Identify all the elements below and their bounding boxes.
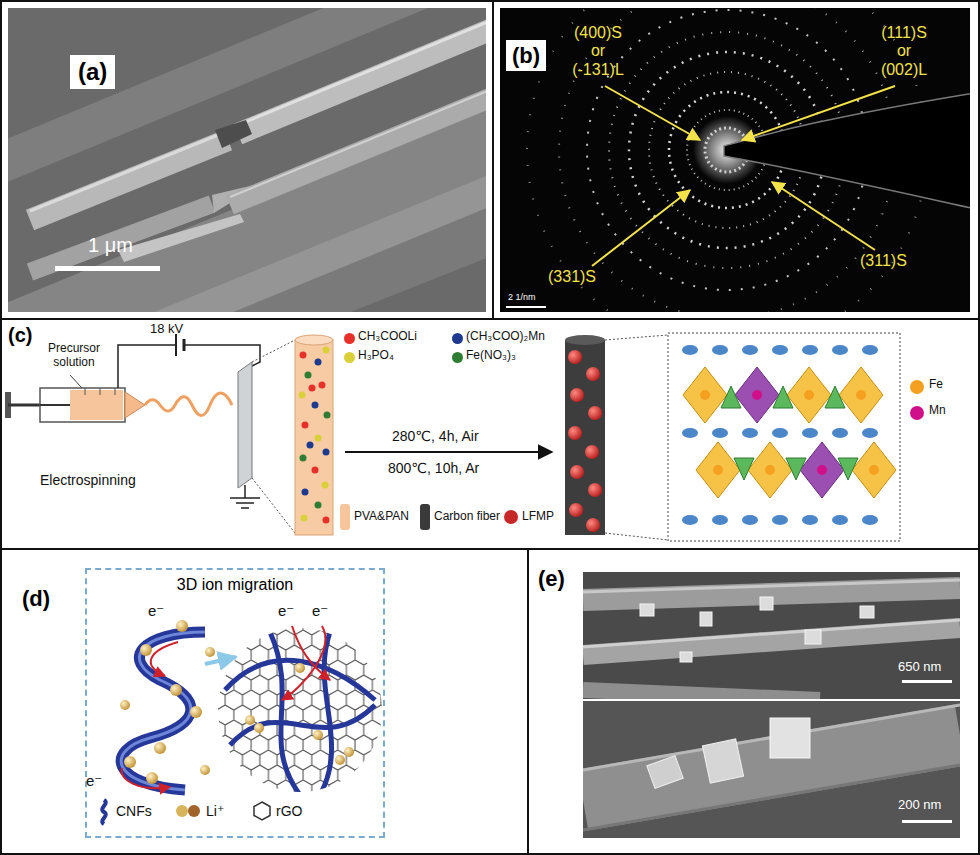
legend-swatch — [344, 352, 355, 363]
panel-label: (a) — [70, 55, 115, 89]
legend-text: LFMP — [522, 510, 554, 524]
legend-swatch — [420, 504, 430, 530]
panel-label: (e) — [538, 566, 565, 591]
part-label: Electrospinning — [40, 472, 136, 488]
legend-text: CH₃COOLi — [358, 330, 417, 344]
legend-swatch — [910, 406, 924, 420]
legend-text: Carbon fiber — [434, 510, 500, 524]
scale-bar-label: 2 1/nm — [508, 292, 536, 302]
plane-index: (400)S or (-131)L — [566, 24, 630, 79]
legend-swatch — [340, 504, 350, 530]
electrospinning-setup — [5, 334, 295, 533]
legend-swatch — [452, 352, 463, 363]
dashed-frame: 3D ion migration — [85, 568, 385, 838]
panel: (a) — [0, 0, 494, 320]
plane-index: (331)S — [548, 268, 596, 286]
electron-label: e⁻ — [86, 772, 102, 789]
legend-text: rGO — [276, 803, 302, 819]
legend-swatch — [176, 805, 188, 817]
plane-index: (111)S or (002)L — [872, 24, 936, 79]
sem-image — [583, 572, 960, 699]
legend-text: H₃PO₄ — [358, 349, 394, 363]
crystal-structure — [668, 333, 900, 541]
electron-label: e⁻ — [312, 602, 328, 619]
plane-index: (311)S — [860, 252, 907, 270]
frame-title: 3D ion migration — [87, 576, 383, 594]
panel-label: (d) — [22, 586, 50, 611]
scale-bar-label: 1 μm — [88, 234, 133, 257]
legend-swatch — [344, 333, 355, 344]
electron-label: e⁻ — [148, 602, 164, 619]
legend-text: PVA&PAN — [354, 510, 409, 524]
panel-label: (b) — [506, 40, 546, 71]
condition-label: 280℃, 4h, Air — [392, 428, 479, 444]
sem-image — [8, 8, 486, 312]
legend-swatch — [910, 380, 924, 394]
scale-bar-label: 200 nm — [898, 798, 941, 813]
electron-label: e⁻ — [278, 602, 294, 619]
scale-bar-label: 650 nm — [898, 660, 941, 675]
precursor-fiber — [295, 335, 333, 535]
legend-text: Fe — [929, 378, 943, 392]
carbon-fiber — [565, 335, 668, 540]
process-arrow — [345, 451, 552, 453]
legend-text: Fe(NO₃)₃ — [466, 349, 516, 363]
part-label: Precursor solution — [38, 342, 110, 370]
legend-swatch — [452, 333, 463, 344]
leader-arrows — [592, 86, 895, 266]
legend-text: Mn — [929, 404, 946, 418]
sem-image — [583, 701, 960, 838]
diffraction-pattern — [500, 8, 970, 312]
legend-swatch — [504, 510, 518, 524]
panel: (d) 3D ion migration — [0, 548, 529, 855]
ion-migration-art — [102, 620, 382, 824]
legend-text: (CH₃COO)₂Mn — [466, 330, 545, 344]
panel-label: (c) — [8, 324, 32, 347]
legend-text: Li⁺ — [206, 803, 224, 819]
legend-text: CNFs — [116, 803, 152, 819]
condition-label: 800℃, 10h, Ar — [388, 460, 479, 476]
voltage-label: 18 kV — [150, 322, 183, 337]
